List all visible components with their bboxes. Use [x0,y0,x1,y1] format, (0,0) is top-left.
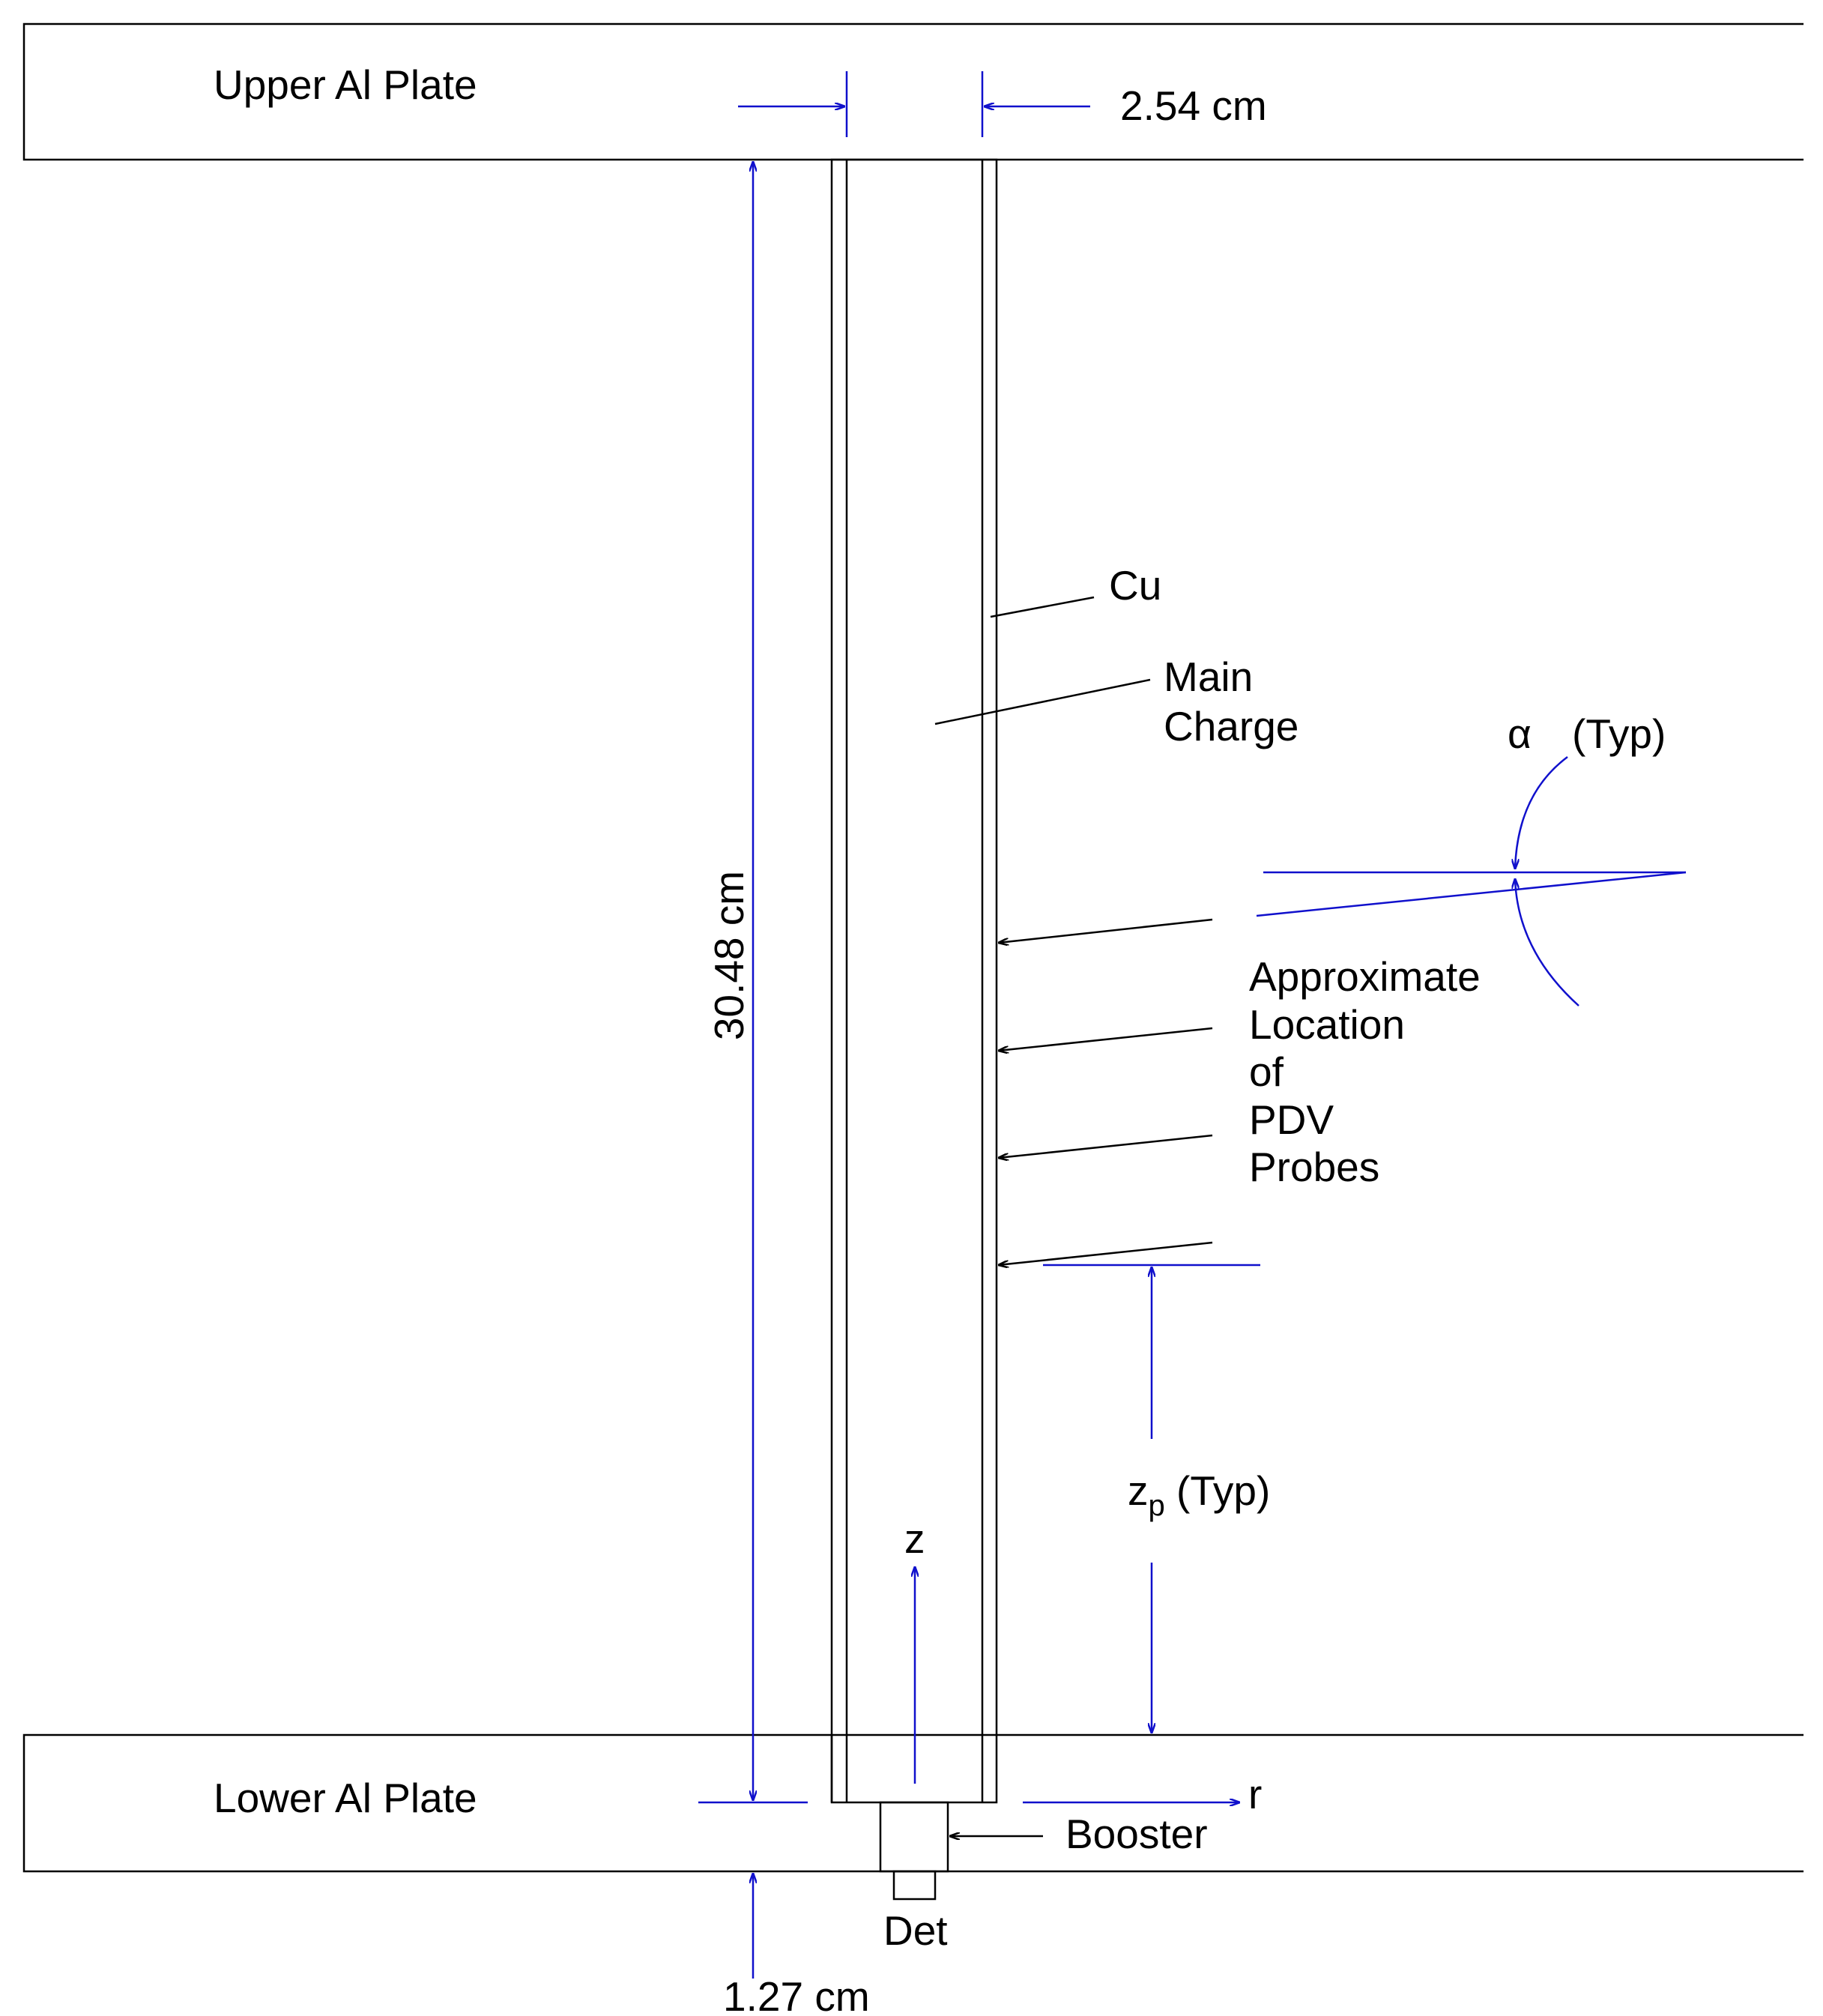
r-axis: r [1023,1771,1262,1817]
pdv-probe-arrows [998,918,1213,1265]
diameter-dimension: 2.54 cm [738,71,1267,137]
alpha-probe-line [1256,871,1687,917]
probe-arrow-3 [998,1134,1213,1158]
alpha-angle-detail: α (Typ) [1256,710,1687,1007]
booster: Booster [879,1801,1208,1873]
zp-label-typ: (Typ) [1165,1467,1271,1514]
pdv-probes-label: Approximate Location of PDV Probes [1249,953,1481,1190]
r-axis-label: r [1248,1771,1262,1817]
alpha-typ-label: (Typ) [1572,710,1666,757]
main-charge-label-line2: Charge [1164,703,1299,749]
thickness-label: 1.27 cm [723,1973,870,2016]
probe-arrow-4 [998,1241,1213,1265]
pdv-label-line-2: Location [1249,1001,1405,1048]
diameter-label: 2.54 cm [1120,82,1267,129]
zp-label-sub: p [1149,1489,1165,1522]
length-dimension: 30.48 cm [698,161,808,1804]
booster-block [879,1801,949,1873]
main-charge-callout: Main Charge [934,654,1299,749]
detonator-block [892,1870,937,1901]
booster-label: Booster [1065,1811,1208,1857]
z-axis: z [904,1515,925,1784]
zp-label-base: z [1128,1467,1149,1514]
main-charge-label-line1: Main [1164,654,1253,700]
zp-dimension: zp (Typ) [1043,1264,1270,1733]
length-label: 30.48 cm [706,871,752,1040]
pdv-label-line-5: Probes [1249,1144,1379,1190]
pdv-label-line-4: PDV [1249,1096,1334,1143]
cu-label: Cu [1109,562,1161,609]
upper-plate-label: Upper Al Plate [214,61,477,108]
cu-callout: Cu [990,562,1161,618]
alpha-symbol: α [1508,710,1532,757]
zp-label: zp (Typ) [1128,1467,1270,1522]
cu-leader [990,596,1095,618]
main-charge-leader [934,678,1151,725]
det-label: Det [883,1907,948,1954]
plate-thickness-dimension: 1.27 cm [723,1873,870,2016]
pdv-label-line-3: of [1249,1048,1284,1095]
z-axis-label: z [904,1515,925,1562]
probe-arrow-2 [998,1027,1213,1051]
pdv-label-line-1: Approximate [1249,953,1481,1000]
lower-plate-label: Lower Al Plate [214,1775,477,1821]
upper-al-plate: Upper Al Plate [22,22,1804,161]
alpha-arc-upper [1515,755,1568,869]
probe-arrow-1 [998,918,1213,943]
alpha-arc-lower [1515,878,1579,1007]
detonator: Det [883,1870,948,1954]
